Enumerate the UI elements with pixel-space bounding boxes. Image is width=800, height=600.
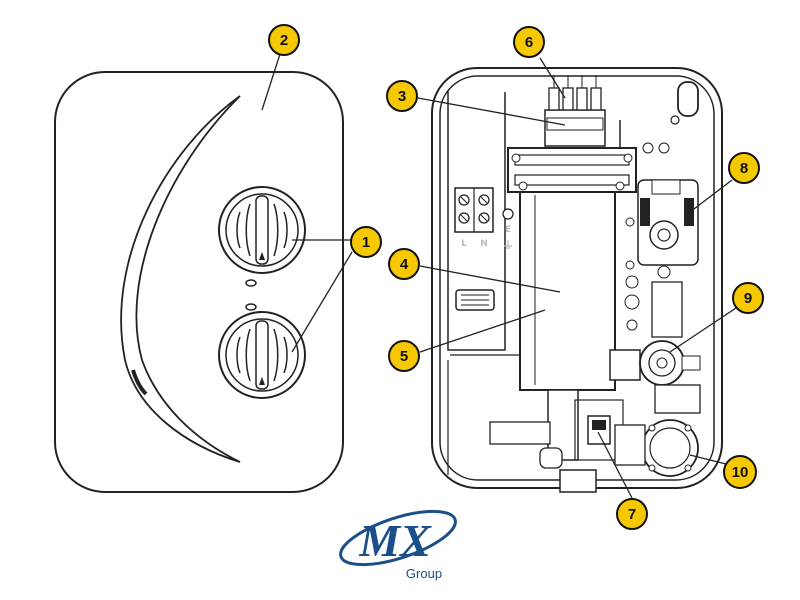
leader-lines [261, 53, 737, 499]
cable-clamp [455, 289, 495, 311]
terminal-block: L N E [454, 187, 514, 249]
terminal-label-e: E [505, 225, 511, 235]
callout-5: 5 [388, 340, 420, 372]
callout-4-label: 4 [400, 256, 409, 273]
callout-2-label: 2 [280, 32, 288, 49]
callout-7: 7 [616, 498, 648, 530]
pressure-switch [625, 179, 699, 279]
callout-7-label: 7 [628, 506, 636, 523]
earth-icon [504, 240, 512, 249]
callout-9: 9 [732, 282, 764, 314]
terminal-label-n: N [480, 239, 488, 249]
power-knob[interactable] [218, 311, 306, 399]
mx-group-logo: MX Group [339, 509, 457, 581]
callout-8: 8 [728, 152, 760, 184]
callout-6-label: 6 [525, 34, 533, 51]
earth-screw [502, 208, 514, 220]
hanging-slot [677, 81, 699, 117]
callout-5-label: 5 [400, 348, 408, 365]
terminal-label-l: L [461, 239, 467, 249]
callout-8-label: 8 [740, 160, 748, 177]
callout-9-label: 9 [744, 290, 752, 307]
callout-4: 4 [388, 248, 420, 280]
callout-3: 3 [386, 80, 418, 112]
outlet-fitting [559, 469, 597, 493]
callout-1-label: 1 [362, 234, 370, 251]
callout-6: 6 [513, 26, 545, 58]
logo-mark: MX [358, 515, 432, 566]
indicator-light-lower [245, 303, 257, 311]
logo-swoosh [339, 509, 457, 567]
callout-3-label: 3 [398, 88, 406, 105]
heater-tank [507, 147, 637, 391]
cover-swoosh-accent [131, 369, 148, 396]
callout-2: 2 [268, 24, 300, 56]
temperature-knob[interactable] [218, 186, 306, 274]
indicator-light-upper [245, 279, 257, 287]
callout-10: 10 [723, 455, 757, 489]
internal-view: L N E [431, 67, 723, 493]
element-terminals [544, 75, 670, 154]
cover-swoosh [120, 95, 241, 463]
logo-subtitle: Group [406, 566, 442, 581]
callout-1: 1 [350, 226, 382, 258]
pressure-relief-device [614, 384, 701, 477]
callout-10-label: 10 [732, 464, 749, 481]
front-cover [54, 71, 344, 493]
thermal-cutout [574, 399, 624, 461]
